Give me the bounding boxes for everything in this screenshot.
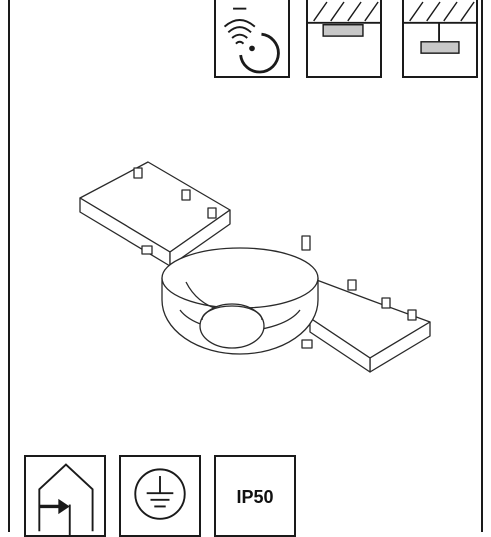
spec-sheet-frame xyxy=(8,0,483,532)
clip-icon xyxy=(301,339,313,349)
clip-icon xyxy=(407,309,417,321)
clip-icon xyxy=(301,235,311,251)
clip-icon xyxy=(381,297,391,309)
clip-icon xyxy=(181,189,191,201)
indoor-use-icon xyxy=(24,455,106,537)
clip-icon xyxy=(133,167,143,179)
sensor-housing-top xyxy=(161,247,319,309)
ceiling-flush-mount-icon xyxy=(306,0,382,78)
ceiling-pendant-mount-icon xyxy=(402,0,478,78)
clip-icon xyxy=(141,245,153,255)
protective-earth-icon xyxy=(119,455,201,537)
ip-rating-label: IP50 xyxy=(236,487,274,507)
ceiling-sensor-product-illustration xyxy=(79,161,431,373)
clip-icon xyxy=(347,279,357,291)
clip-icon xyxy=(207,207,217,219)
ip-rating-badge: IP50 xyxy=(214,455,296,537)
sensor-lens-dome xyxy=(199,303,265,349)
wireless-motion-sensor-icon xyxy=(214,0,290,78)
